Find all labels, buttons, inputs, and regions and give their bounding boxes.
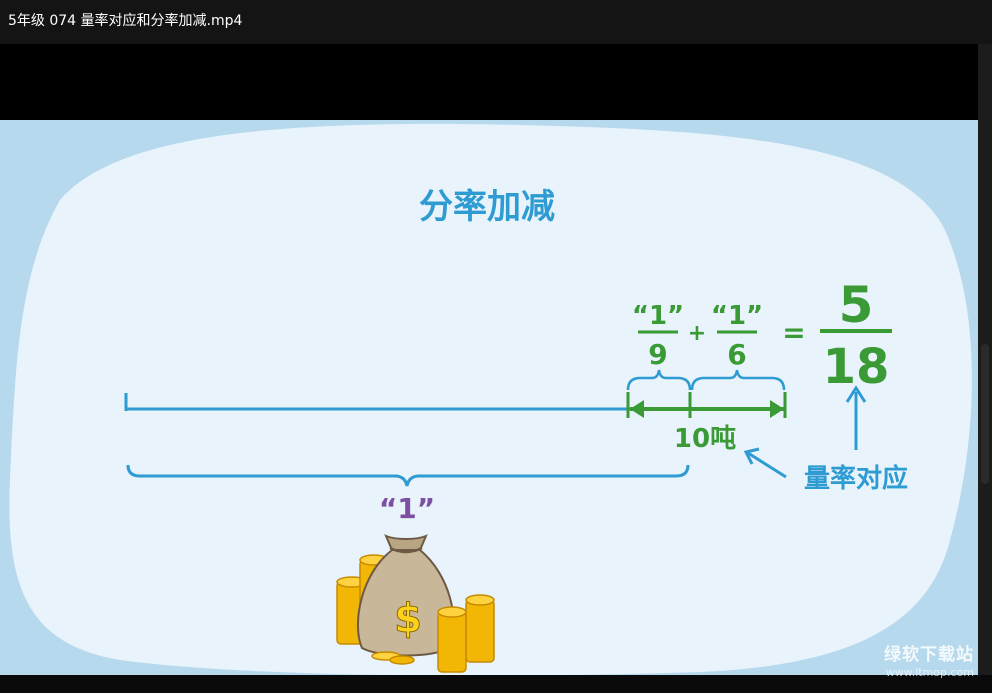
whole-label: “1” <box>379 492 435 525</box>
scrollbar-thumb[interactable] <box>981 344 989 484</box>
lesson-slide: 分率加减 “1” 10吨 “1” 9 + “1” <box>9 123 972 675</box>
watermark-url: www.ltmop.com <box>885 666 974 679</box>
dollar-sign: $ <box>394 596 422 642</box>
equals-sign: = <box>782 316 805 349</box>
window-title-bar: 5年级 074 量率对应和分率加减.mp4 <box>0 0 992 44</box>
fraction2-denominator: 6 <box>727 338 746 371</box>
video-frame[interactable]: 分率加减 “1” 10吨 “1” 9 + “1” <box>0 120 978 675</box>
diagonal-arrow-head <box>743 447 760 465</box>
slide-heading: 分率加减 <box>419 187 555 227</box>
brace-part1 <box>626 369 692 391</box>
bottom-bar <box>0 675 992 693</box>
diagonal-arrow-shaft <box>747 451 787 479</box>
bag-body <box>356 549 455 657</box>
loose-coin-2 <box>389 655 415 665</box>
plus-sign: + <box>688 321 706 346</box>
annotation-label: 量率对应 <box>804 463 908 494</box>
cloud-background <box>9 123 972 675</box>
fraction2-numerator: “1” <box>711 301 763 331</box>
left-arrowhead <box>630 400 644 418</box>
right-arrowhead <box>770 400 784 418</box>
coin-stack-right <box>465 599 495 663</box>
fraction1-denominator: 9 <box>648 338 667 371</box>
bag-neck <box>384 534 428 551</box>
result-numerator: 5 <box>839 276 874 334</box>
up-arrow-head <box>845 385 867 403</box>
brace-part2 <box>690 369 786 391</box>
quantity-label: 10吨 <box>674 424 736 454</box>
window-title: 5年级 074 量率对应和分率加减.mp4 <box>8 13 243 29</box>
video-player[interactable]: 分率加减 “1” 10吨 “1” 9 + “1” <box>0 44 978 675</box>
scrollbar[interactable] <box>978 44 992 675</box>
coin-stack-front <box>437 611 467 673</box>
watermark: 绿软下载站 www.ltmop.com <box>884 640 974 679</box>
money-bag-illustration: $ <box>336 534 495 673</box>
whole-brace <box>126 464 690 487</box>
watermark-name: 绿软下载站 <box>884 645 974 665</box>
bag-tie <box>389 546 423 554</box>
fraction1-numerator: “1” <box>632 301 684 331</box>
